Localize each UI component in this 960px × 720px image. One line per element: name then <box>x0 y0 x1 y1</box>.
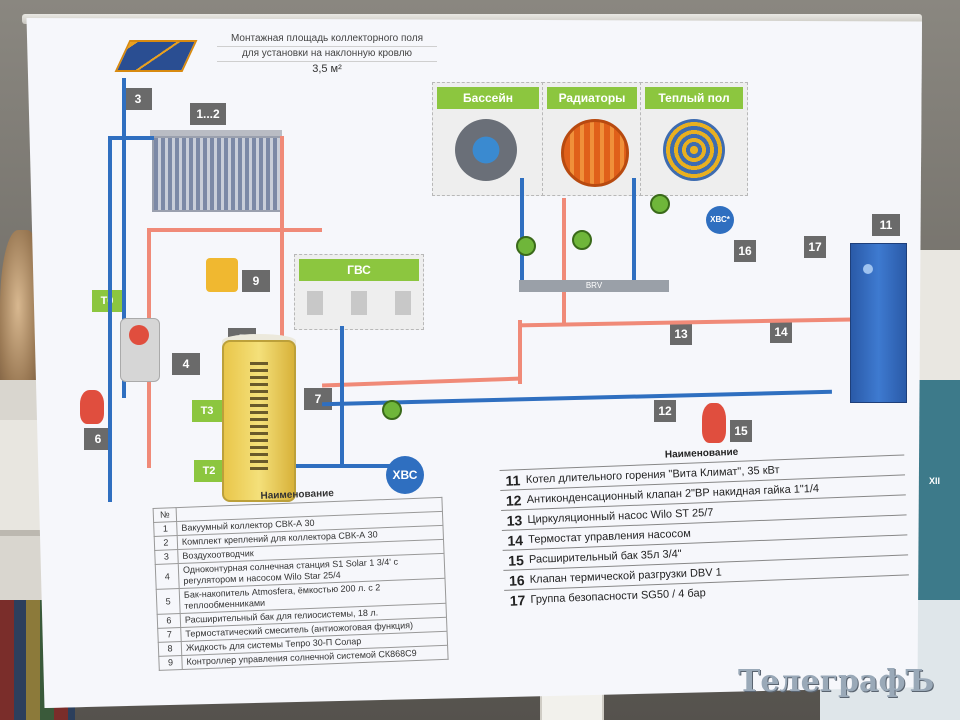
heating-scheme-poster: Монтажная площадь коллекторного поля для… <box>26 18 922 708</box>
badge-14: 14 <box>770 321 792 343</box>
pool-icon <box>455 119 517 181</box>
brv-manifold: BRV <box>519 280 669 292</box>
pump-radiators <box>572 230 592 250</box>
pipe-red-radiators <box>562 198 566 323</box>
pipe-blue-hw <box>340 326 344 468</box>
legend-num: 3 <box>154 549 179 565</box>
legend-num: 17 <box>509 591 526 609</box>
station-gauge <box>129 325 149 345</box>
group-floor-heating: Теплый пол <box>640 82 748 196</box>
group-pool-title: Бассейн <box>437 87 539 109</box>
legend-num: 8 <box>158 641 182 657</box>
floor-heating-icon <box>663 119 725 181</box>
legend-num: 6 <box>157 613 181 629</box>
badge-16: 16 <box>734 240 756 262</box>
legend-num: 5 <box>156 588 181 615</box>
legend-num: 1 <box>153 521 178 537</box>
pipe-red-main <box>517 316 899 328</box>
collector-area-header: Монтажная площадь коллекторного поля для… <box>217 32 437 76</box>
pipe-blue-floor <box>632 178 636 282</box>
legend-num: 7 <box>157 627 182 643</box>
faucets-icon <box>307 291 411 315</box>
badge-6: 6 <box>84 428 112 450</box>
radiator-icon <box>561 119 629 187</box>
group-hot-water-title: ГВС <box>299 259 419 281</box>
group-floor-heating-title: Теплый пол <box>645 87 743 109</box>
solid-fuel-boiler <box>850 243 907 403</box>
temp-label-t2: T2 <box>194 460 224 482</box>
header-line-1: Монтажная площадь коллекторного поля <box>217 32 437 47</box>
legend-num: 13 <box>506 511 523 529</box>
badge-12: 12 <box>654 400 676 422</box>
pump-pool <box>516 236 536 256</box>
solar-controller <box>206 258 238 292</box>
badge-3: 3 <box>124 88 152 110</box>
badge-13: 13 <box>670 323 692 345</box>
legend-text: Расширительный бак 35л 3/4" <box>528 547 682 566</box>
header-line-2: для установки на наклонную кровлю <box>217 47 437 62</box>
badge-11: 11 <box>872 214 900 236</box>
temp-label-t3: T3 <box>192 400 222 422</box>
temp-label-t0: T0 <box>92 290 122 312</box>
poster-rod <box>22 14 922 24</box>
pipe-blue-left <box>108 136 112 502</box>
expansion-vessel-solar <box>80 390 104 424</box>
badge-15: 15 <box>730 420 752 442</box>
badge-17: 17 <box>804 236 826 258</box>
legend-num: 9 <box>158 655 183 671</box>
pipe-red-riser <box>518 320 522 384</box>
group-radiators: Радиаторы <box>542 82 642 196</box>
pipe-red-horizontal <box>147 228 322 232</box>
storage-tank <box>222 340 296 502</box>
watermark-logo: ТелеграфЪ <box>738 664 935 699</box>
cold-water-inlet: ХВС <box>386 456 424 494</box>
legend-num: 15 <box>507 551 525 569</box>
pipe-blue-pool <box>520 178 524 282</box>
badge-1-2: 1...2 <box>190 103 226 125</box>
group-radiators-title: Радиаторы <box>547 87 637 109</box>
badge-9: 9 <box>242 270 270 292</box>
badge-7: 7 <box>304 388 332 410</box>
cold-water-inlet-boiler: ХВС* <box>706 206 734 234</box>
vacuum-collector <box>152 136 284 212</box>
legend-num: 4 <box>155 563 180 590</box>
legend-num: 2 <box>154 535 178 551</box>
legend-text: Группа безопасности SG50 / 4 бар <box>530 586 706 606</box>
legend-num: 16 <box>508 571 525 589</box>
boiler-indicator <box>863 264 873 274</box>
tank-heat-exchanger <box>250 362 268 472</box>
legend-num: 14 <box>507 531 524 549</box>
pump-hw <box>382 400 402 420</box>
header-value: 3,5 м² <box>312 63 342 75</box>
solar-station <box>120 318 160 382</box>
group-hot-water: ГВС <box>294 254 424 330</box>
collector-manifold <box>150 130 282 138</box>
legend-num: 12 <box>505 491 522 509</box>
legend-num: 11 <box>505 471 521 489</box>
pipe-red-collector <box>280 136 284 346</box>
solar-panel-icon <box>114 40 198 72</box>
pipe-red-middle <box>321 376 523 388</box>
pump-floor <box>650 194 670 214</box>
badge-4: 4 <box>172 353 200 375</box>
pipe-blue-vertical <box>122 78 126 398</box>
left-legend-header-no: № <box>153 507 177 523</box>
group-pool: Бассейн <box>432 82 544 196</box>
pipe-blue-top <box>108 136 154 140</box>
expansion-vessel-heating <box>702 403 726 443</box>
